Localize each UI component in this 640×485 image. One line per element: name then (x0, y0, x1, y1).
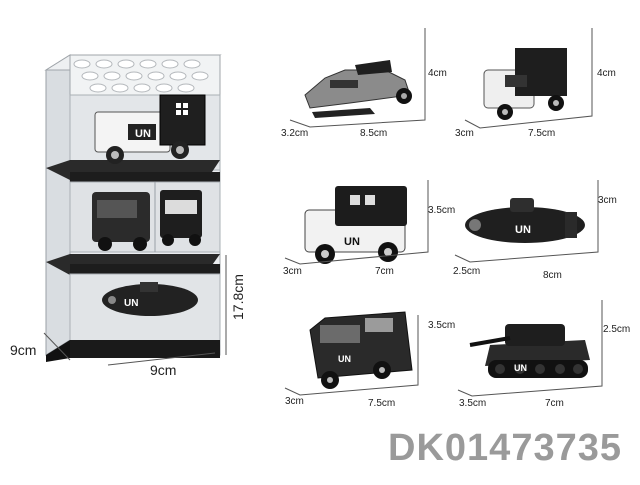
jeep-height-label: 3.5cm (428, 205, 456, 216)
product-code: DK01473735 (388, 427, 622, 469)
truck-height-label: 4cm (597, 68, 616, 79)
submarine-un-text: UN (515, 224, 531, 236)
tank-length-label: 7cm (545, 398, 564, 409)
display-case: UN UN (44, 54, 222, 362)
case-depth-label: 9cm (10, 342, 37, 358)
bus-width-label: 3cm (285, 396, 304, 407)
case-submarine (102, 282, 198, 316)
submarine-height-label: 3cm (598, 195, 617, 206)
case-dimension-lines (43, 255, 227, 366)
tank-width-label: 3.5cm (459, 398, 487, 409)
truck-length-label: 7.5cm (528, 128, 556, 139)
case-bus (92, 192, 150, 251)
case-height-label: 17.8cm (230, 274, 246, 320)
truck-image (483, 48, 567, 120)
case-submarine-un-text: UN (124, 298, 138, 309)
snowmobile-length-label: 8.5cm (360, 128, 388, 139)
case-truck (94, 94, 206, 164)
bus-height-label: 3.5cm (428, 320, 456, 331)
bus-length-label: 7.5cm (368, 398, 396, 409)
jeep-length-label: 7cm (375, 266, 394, 277)
case-truck-un-text: UN (135, 128, 151, 140)
submarine-image (465, 198, 585, 243)
jeep-width-label: 3cm (283, 266, 302, 277)
truck-width-label: 3cm (455, 128, 474, 139)
case-width-label: 9cm (150, 362, 177, 378)
submarine-width-label: 2.5cm (453, 266, 481, 277)
bus-un-text: UN (338, 354, 351, 364)
tank-un-text: UN (514, 363, 527, 373)
dimension-guides (284, 28, 603, 397)
jeep-un-text: UN (344, 236, 360, 248)
tank-image (469, 324, 590, 378)
submarine-length-label: 8cm (543, 270, 562, 281)
lego-studs (73, 59, 209, 93)
snowmobile-image (304, 60, 412, 118)
snowmobile-height-label: 4cm (428, 68, 447, 79)
case-jeep (160, 190, 202, 246)
jeep-image (304, 186, 407, 264)
tank-height-label: 2.5cm (603, 324, 631, 335)
bus-image (309, 311, 413, 389)
snowmobile-width-label: 3.2cm (281, 128, 309, 139)
